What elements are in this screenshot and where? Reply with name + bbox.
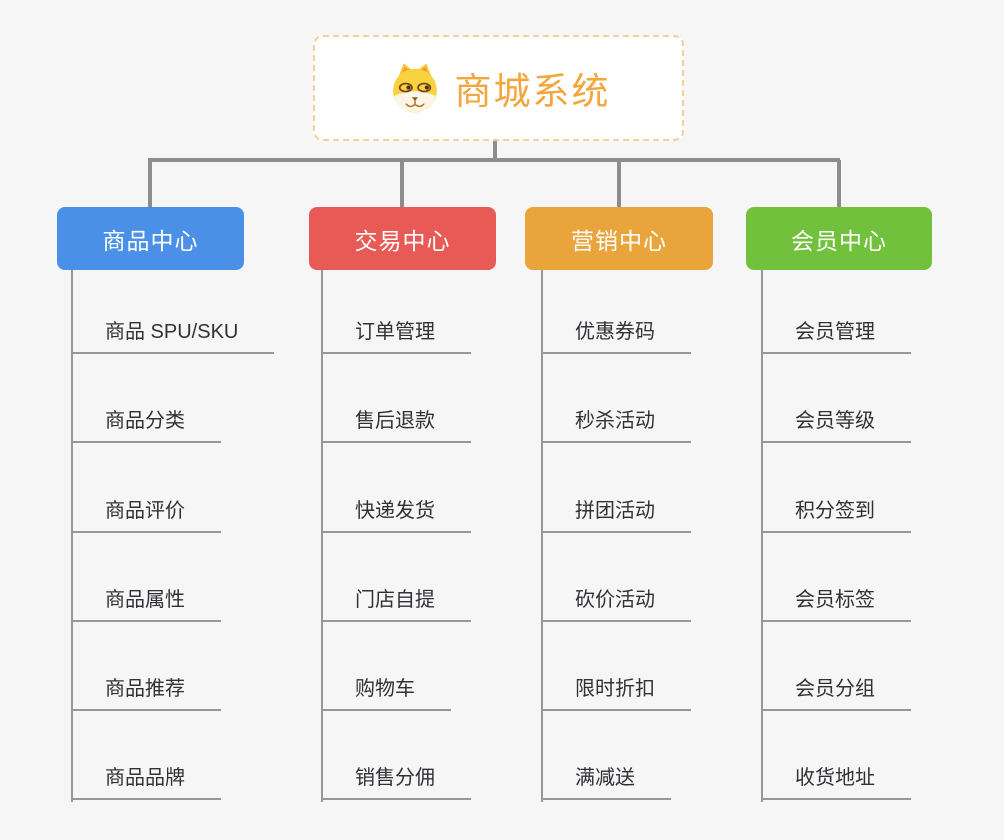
leaf-node[interactable]: 售后退款 [321, 403, 471, 443]
connector-line [321, 270, 323, 802]
leaf-node[interactable]: 秒杀活动 [541, 403, 691, 443]
leaf-node[interactable]: 会员等级 [761, 403, 911, 443]
connector-line [148, 158, 840, 162]
branch-node-marketing-center[interactable]: 营销中心 [525, 207, 713, 270]
connector-line [837, 160, 841, 208]
connector-line [71, 270, 73, 802]
shiba-dog-icon [387, 60, 443, 116]
leaf-node[interactable]: 快递发货 [321, 493, 471, 533]
leaf-node[interactable]: 商品分类 [71, 403, 221, 443]
connector-line [400, 160, 404, 208]
connector-line [148, 160, 152, 208]
leaf-node[interactable]: 满减送 [541, 760, 671, 800]
leaf-node[interactable]: 限时折扣 [541, 671, 691, 711]
leaf-node[interactable]: 商品 SPU/SKU [71, 314, 275, 354]
leaf-node[interactable]: 订单管理 [321, 314, 471, 354]
leaf-node[interactable]: 收货地址 [761, 760, 911, 800]
leaf-node[interactable]: 商品品牌 [71, 760, 221, 800]
leaf-node[interactable]: 门店自提 [321, 582, 471, 622]
leaf-node[interactable]: 购物车 [321, 671, 451, 711]
leaf-node[interactable]: 商品属性 [71, 582, 221, 622]
leaf-node[interactable]: 会员管理 [761, 314, 911, 354]
leaf-node[interactable]: 砍价活动 [541, 582, 691, 622]
branch-node-product-center[interactable]: 商品中心 [57, 207, 244, 270]
root-node[interactable]: 商城系统 [313, 35, 684, 141]
branch-node-member-center[interactable]: 会员中心 [746, 207, 932, 270]
leaf-node[interactable]: 优惠券码 [541, 314, 691, 354]
leaf-node[interactable]: 积分签到 [761, 493, 911, 533]
leaf-node[interactable]: 商品推荐 [71, 671, 221, 711]
connector-line [761, 270, 763, 802]
root-title: 商城系统 [454, 71, 611, 112]
leaf-node[interactable]: 会员标签 [761, 582, 911, 622]
leaf-node[interactable]: 销售分佣 [321, 760, 471, 800]
leaf-node[interactable]: 会员分组 [761, 671, 911, 711]
connector-line [617, 160, 621, 208]
connector-line [541, 270, 543, 802]
leaf-node[interactable]: 商品评价 [71, 493, 221, 533]
leaf-node[interactable]: 拼团活动 [541, 493, 691, 533]
connector-line [493, 141, 497, 162]
branch-node-trade-center[interactable]: 交易中心 [309, 207, 496, 270]
